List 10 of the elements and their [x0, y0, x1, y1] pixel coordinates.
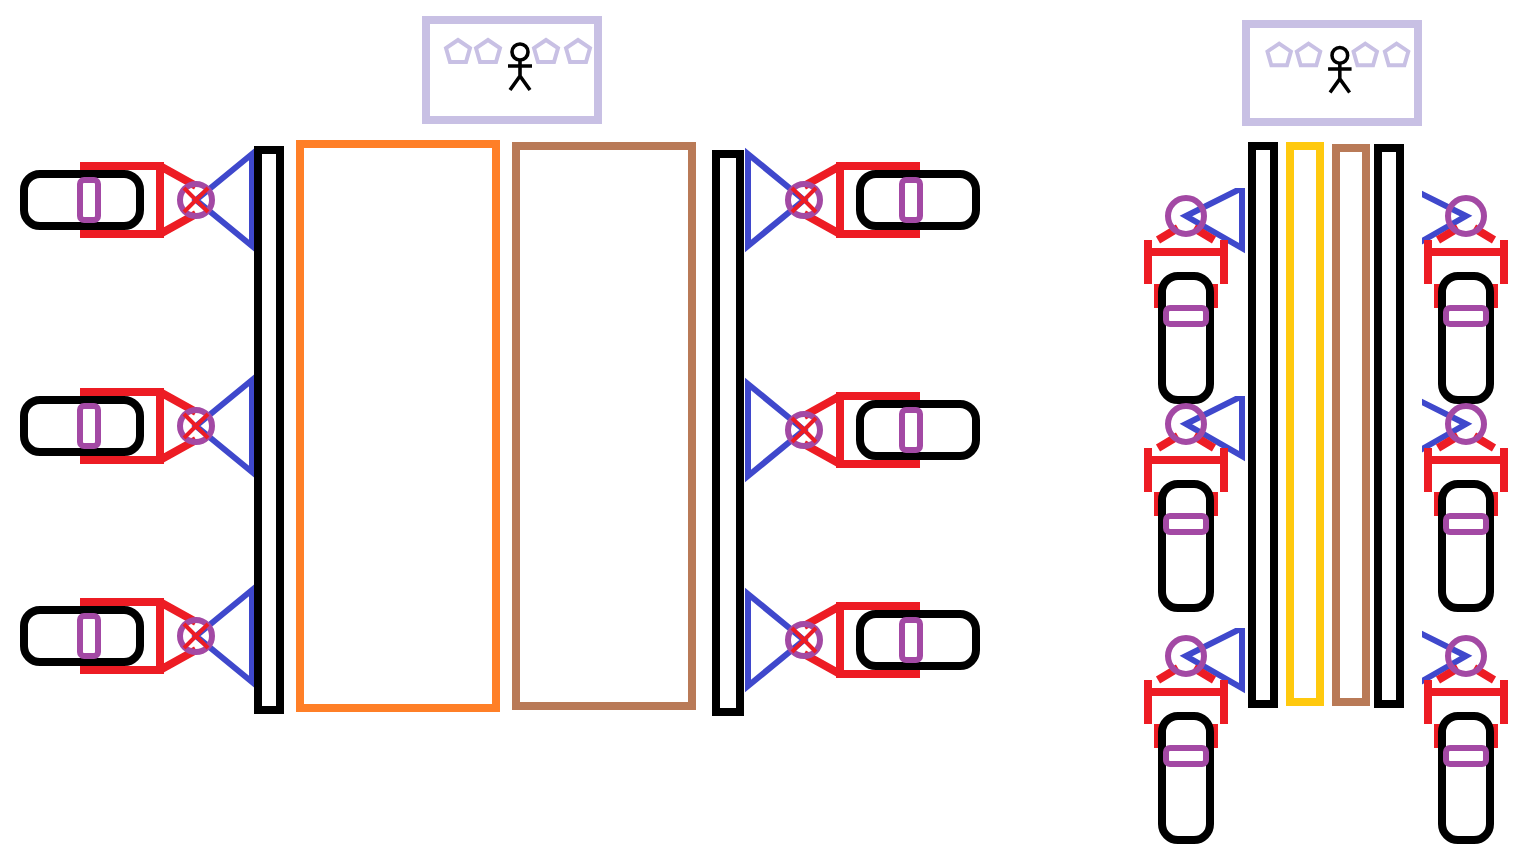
- bench-bar: [1248, 142, 1278, 708]
- whiteboard-drawing: [422, 16, 602, 124]
- table-rectangle: [512, 142, 696, 710]
- bench-bar: [1374, 144, 1404, 708]
- whiteboard-drawing: [1242, 20, 1422, 126]
- bench-bar: [712, 150, 744, 716]
- table-rectangle: [1332, 144, 1370, 706]
- bench-bar: [254, 146, 284, 714]
- table-rectangle: [296, 140, 500, 712]
- table-rectangle: [1286, 142, 1324, 706]
